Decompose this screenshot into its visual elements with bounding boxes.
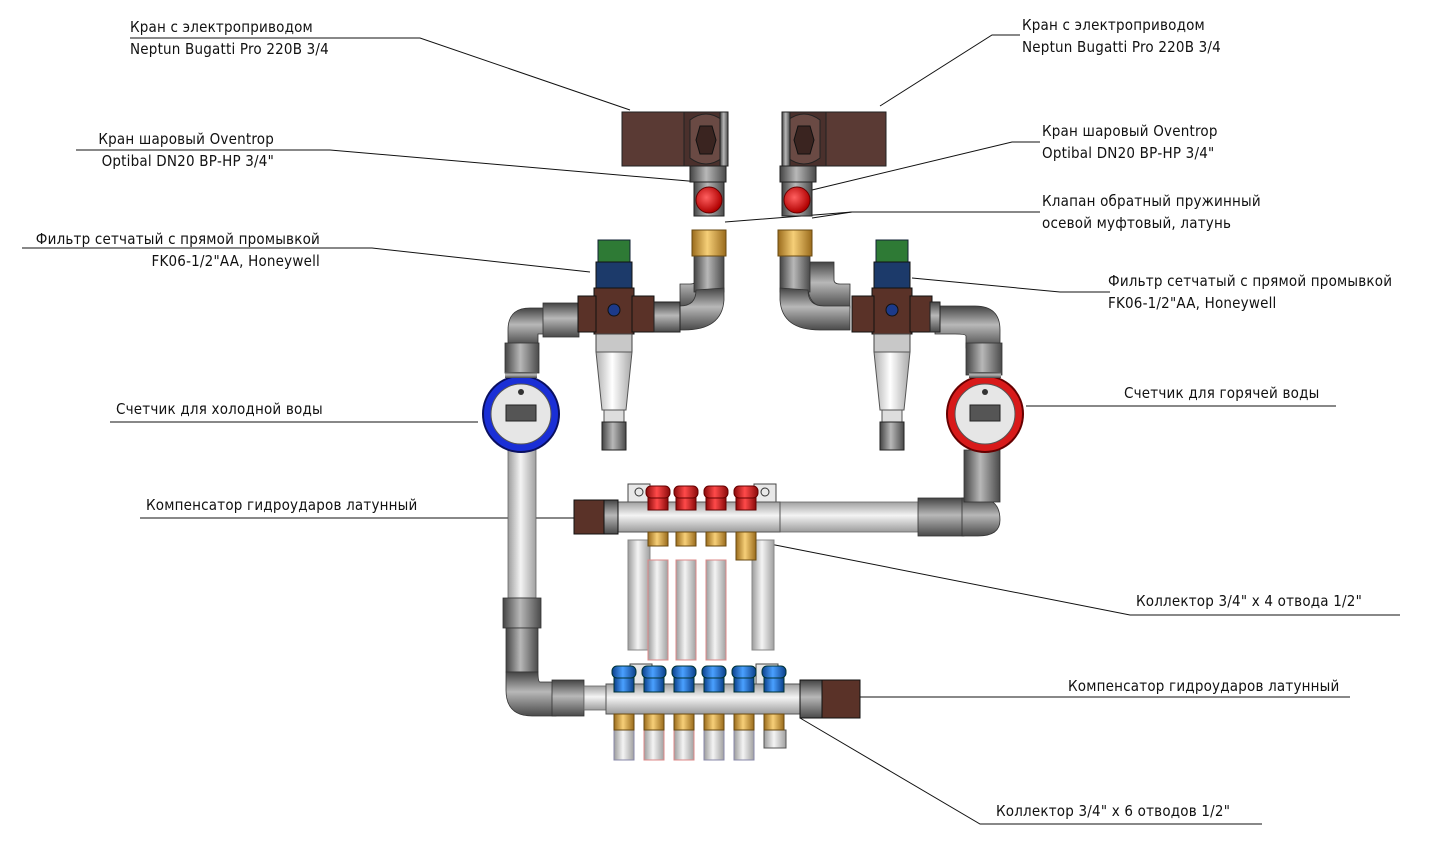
electric-valve-right <box>781 111 887 167</box>
check-valve-right <box>777 229 813 257</box>
label-compensator-top: Компенсатор гидроударов латунный <box>146 496 418 514</box>
label-filter-right: Фильтр сетчатый с прямой промывкой FK06-… <box>1108 270 1392 314</box>
label-line: FK06-1/2"AA, Honeywell <box>151 252 320 270</box>
collector-4 <box>573 483 781 661</box>
label-ball-valve-right: Кран шаровый Oventrop Optibal DN20 ВР-НР… <box>1042 120 1218 164</box>
label-line: Клапан обратный пружинный <box>1042 192 1261 210</box>
label-compensator-bottom: Компенсатор гидроударов латунный <box>1068 677 1340 695</box>
filter-left <box>577 239 681 451</box>
label-electric-valve-right: Кран с электроприводом Neptun Bugatti Pr… <box>1022 14 1221 58</box>
label-collector-4: Коллектор 3/4" х 4 отвода 1/2" <box>1136 592 1362 610</box>
label-line: осевой муфтовый, латунь <box>1042 214 1232 232</box>
label-line: FK06-1/2"AA, Honeywell <box>1108 294 1277 312</box>
label-electric-valve-left: Кран с электроприводом Neptun Bugatti Pr… <box>130 16 329 60</box>
label-collector-6: Коллектор 3/4" х 6 отводов 1/2" <box>996 802 1231 820</box>
label-line: Neptun Bugatti Pro 220В 3/4 <box>130 40 329 58</box>
collector-6-outlets <box>611 665 787 731</box>
ball-valve-right <box>779 165 817 217</box>
label-meter-hot: Счетчик для горячей воды <box>1124 384 1320 402</box>
label-filter-left: Фильтр сетчатый с прямой промывкой FK06-… <box>10 228 320 272</box>
label-line: Кран с электроприводом <box>130 18 313 36</box>
label-line: Optibal DN20 ВР-НР 3/4" <box>101 152 274 170</box>
pipes <box>502 251 1003 717</box>
label-line: Кран шаровый Oventrop <box>98 130 274 148</box>
filter-right <box>851 239 941 451</box>
collector-4-outlets <box>645 485 759 561</box>
label-check-valve: Клапан обратный пружинный осевой муфтовы… <box>1042 190 1261 234</box>
electric-valve-left <box>621 111 729 167</box>
meter-cold <box>482 372 560 453</box>
label-line: Фильтр сетчатый с прямой промывкой <box>1108 272 1393 290</box>
label-line: Optibal DN20 ВР-НР 3/4" <box>1042 144 1215 162</box>
collector-6 <box>605 663 861 761</box>
ball-valve-left <box>689 165 727 217</box>
label-meter-cold: Счетчик для холодной воды <box>116 400 323 418</box>
label-line: Neptun Bugatti Pro 220В 3/4 <box>1022 38 1221 56</box>
meter-hot <box>946 372 1024 453</box>
label-line: Кран с электроприводом <box>1022 16 1205 34</box>
label-line: Фильтр сетчатый с прямой промывкой <box>35 230 320 248</box>
leader-lines <box>22 34 1400 825</box>
check-valve-left <box>691 229 727 257</box>
label-line: Кран шаровый Oventrop <box>1042 122 1218 140</box>
label-ball-valve-left: Кран шаровый Oventrop Optibal DN20 ВР-НР… <box>74 128 274 172</box>
